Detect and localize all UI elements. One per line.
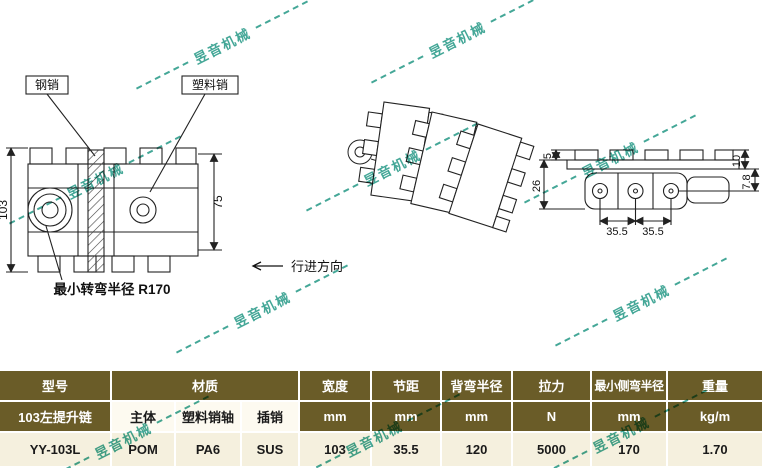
subheader-plastic-pin: 塑料销轴 bbox=[176, 402, 240, 431]
plastic-pin-callout-box bbox=[181, 75, 239, 95]
min-turn-radius-label: 最小转弯半径 R170 bbox=[53, 281, 170, 297]
header-weight: 重量 bbox=[668, 371, 762, 400]
dim-35-5-right-label: 35.5 bbox=[642, 226, 663, 238]
unit-pull-force: N bbox=[513, 402, 590, 431]
dim-5-label: 5 bbox=[542, 153, 554, 159]
hinge-eye-circle bbox=[27, 187, 73, 233]
watermark-text: 昱音机械 bbox=[191, 25, 254, 68]
watermark-text: 昱音机械 bbox=[426, 19, 489, 62]
value-pull-force: 5000 bbox=[513, 433, 590, 466]
watermark: 昱音机械 bbox=[551, 250, 731, 355]
value-weight: 1.70 bbox=[668, 433, 762, 466]
header-material: 材质 bbox=[112, 371, 298, 400]
header-width: 宽度 bbox=[300, 371, 370, 400]
subheader-body-material: 主体 bbox=[112, 402, 174, 431]
dim-75-label: 75 bbox=[211, 195, 225, 209]
chain-link-outline bbox=[6, 75, 239, 281]
travel-direction-label: 行进方向 bbox=[291, 259, 344, 274]
value-pitch: 35.5 bbox=[372, 433, 440, 466]
watermark-dash-icon bbox=[371, 55, 424, 84]
plastic-pin-leader-line bbox=[149, 93, 206, 193]
pin-circle bbox=[591, 182, 609, 200]
value-model: YY-103L bbox=[0, 433, 110, 466]
radius-leader-line bbox=[45, 225, 63, 281]
unit-back-bend-radius: mm bbox=[442, 402, 511, 431]
elevation-drawing: 5 26 10 7.8 35.5 35.5 bbox=[531, 149, 760, 238]
dim-10-label: 10 bbox=[731, 155, 743, 167]
plastic-pin-label: 塑料销 bbox=[192, 77, 228, 92]
unit-pitch: mm bbox=[372, 402, 440, 431]
watermark-text: 昱音机械 bbox=[610, 282, 673, 325]
unit-width: mm bbox=[300, 402, 370, 431]
dim-26-label: 26 bbox=[531, 180, 543, 192]
value-body-material: POM bbox=[112, 433, 174, 466]
plastic-pin-circle bbox=[129, 196, 157, 224]
subheader-latch-pin: 插销 bbox=[242, 402, 298, 431]
steel-pin-label: 钢销 bbox=[35, 78, 59, 92]
header-model: 型号 bbox=[0, 371, 110, 400]
top-view-drawing bbox=[347, 99, 536, 233]
dim-35-5-left-label: 35.5 bbox=[606, 226, 627, 238]
watermark-dash-icon bbox=[490, 0, 543, 23]
pin-circle bbox=[662, 182, 680, 200]
value-back-bend-radius: 120 bbox=[442, 433, 511, 466]
watermark-dash-icon bbox=[555, 318, 608, 347]
watermark-dash-icon bbox=[176, 325, 229, 354]
side-view-drawing: 钢销 塑料销 103 75 最小转弯半径 R170 bbox=[0, 75, 239, 297]
dim-103-label: 103 bbox=[0, 200, 10, 220]
header-pull-force: 拉力 bbox=[513, 371, 590, 400]
value-width: 103 bbox=[300, 433, 370, 466]
watermark: 昱音机械 bbox=[367, 0, 547, 91]
value-min-side-bend-radius: 170 bbox=[592, 433, 666, 466]
travel-direction: 行进方向 bbox=[248, 256, 343, 275]
unit-weight: kg/m bbox=[668, 402, 762, 431]
header-min-side-bend-radius: 最小侧弯半径 bbox=[592, 371, 666, 400]
value-latch-pin: SUS bbox=[242, 433, 298, 466]
watermark-dash-icon bbox=[674, 257, 727, 286]
top-plate bbox=[566, 159, 740, 170]
watermark-dash-icon bbox=[255, 0, 308, 29]
header-back-bend-radius: 背弯半径 bbox=[442, 371, 511, 400]
header-pitch: 节距 bbox=[372, 371, 440, 400]
steel-pin-leader-line bbox=[46, 93, 96, 157]
interlocked-links bbox=[347, 99, 536, 233]
value-plastic-pin: PA6 bbox=[176, 433, 240, 466]
pin-circle bbox=[627, 182, 644, 200]
steel-pin-hatch bbox=[87, 149, 105, 273]
left-arrow-icon bbox=[251, 260, 283, 271]
dim-7-8-label: 7.8 bbox=[741, 174, 753, 189]
chain-elevation-outline bbox=[539, 149, 760, 226]
unit-min-side-bend-radius: mm bbox=[592, 402, 666, 431]
series-name: 103左提升链 bbox=[0, 402, 110, 431]
spec-table: 型号 材质 宽度 节距 背弯半径 拉力 最小侧弯半径 重量 103左提升链 主体… bbox=[0, 371, 762, 468]
